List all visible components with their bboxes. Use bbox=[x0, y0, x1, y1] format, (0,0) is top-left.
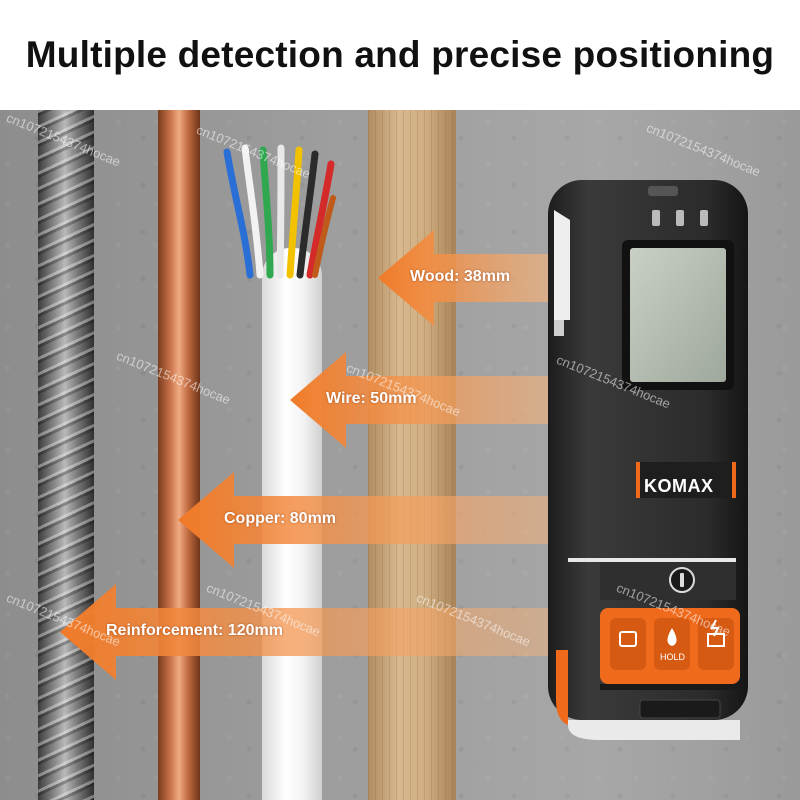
copper-arrow: Copper: 80mm bbox=[178, 472, 548, 568]
reinforcement-bar bbox=[38, 110, 94, 800]
reinforcement-label: Reinforcement: 120mm bbox=[106, 622, 283, 639]
page-title: Multiple detection and precise positioni… bbox=[25, 34, 775, 75]
wood-label: Wood: 38mm bbox=[410, 268, 511, 285]
reinforcement-arrow: Reinforcement: 120mm bbox=[60, 584, 548, 680]
wire-arrow: Wire: 50mm bbox=[290, 352, 548, 448]
hold-button-label: HOLD bbox=[660, 652, 686, 662]
copper-label: Copper: 80mm bbox=[224, 510, 337, 527]
wood-arrow: Wood: 38mm bbox=[378, 230, 548, 326]
wood-stud bbox=[368, 110, 456, 800]
photo-scene: Wood: 38mm Wire: 50mm Copper: bbox=[0, 110, 800, 800]
device-brand-logo: KOMAX bbox=[644, 476, 714, 496]
cable-wires bbox=[215, 140, 345, 280]
wire-label: Wire: 50mm bbox=[326, 390, 417, 407]
copper-pipe bbox=[158, 110, 200, 800]
stud-detector-device: KOMAX HOLD bbox=[540, 180, 750, 740]
header: Multiple detection and precise positioni… bbox=[0, 0, 800, 110]
